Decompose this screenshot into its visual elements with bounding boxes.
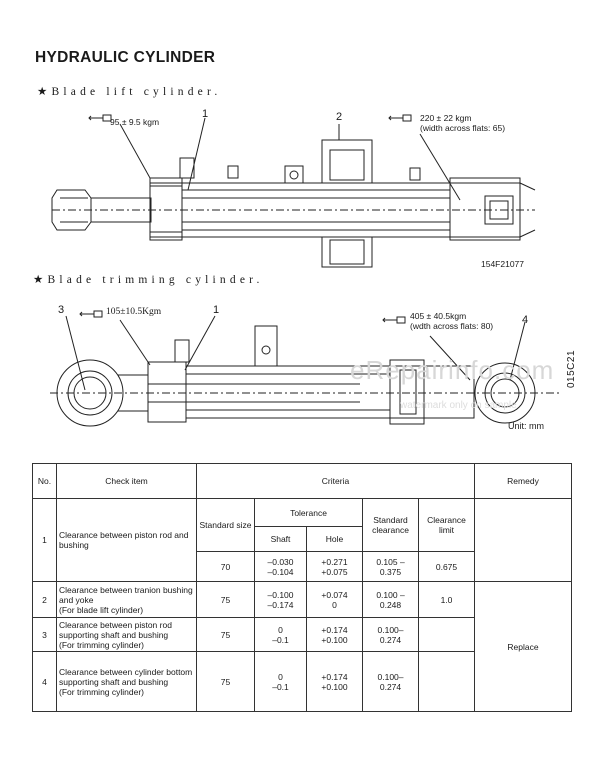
clearance-limit <box>418 617 475 652</box>
header-shaft: Shaft <box>254 526 307 552</box>
side-code: 015C21 <box>566 349 577 388</box>
header-hole: Hole <box>306 526 363 552</box>
standard-size: 75 <box>196 617 255 652</box>
check-item: Clearance between piston rod supporting … <box>56 617 197 652</box>
check-item: Clearance between tranion bushing and yo… <box>56 581 197 618</box>
spec-table: No. Check item Criteria Remedy 1 Clearan… <box>32 463 572 712</box>
trimming-cylinder-drawing <box>50 310 560 427</box>
wrench-icon <box>388 114 412 122</box>
page-title: HYDRAULIC CYLINDER <box>35 49 216 66</box>
standard-clearance: 0.100– 0.274 <box>362 651 419 712</box>
header-standard-size: Standard size <box>196 498 255 552</box>
watermark-sub: watermark only on sample <box>400 400 517 411</box>
standard-size: 75 <box>196 581 255 618</box>
hole-tolerance: +0.271 +0.075 <box>306 551 363 582</box>
callout-1: 1 <box>213 304 220 316</box>
watermark: eRepairinfo.com <box>350 355 555 385</box>
torque-note: 220 ± 22 kgm (width across flats: 65) <box>420 113 506 133</box>
unit-label: Unit: mm <box>508 421 544 431</box>
row-no: 1 <box>32 498 57 582</box>
row-no: 4 <box>32 651 57 712</box>
hole-tolerance: +0.174 +0.100 <box>306 617 363 652</box>
header-remedy: Remedy <box>474 463 572 499</box>
header-no: No. <box>32 463 57 499</box>
header-check-item: Check item <box>56 463 197 499</box>
standard-clearance: 0.100 – 0.248 <box>362 581 419 618</box>
standard-clearance: 0.105 – 0.375 <box>362 551 419 582</box>
wrench-icon <box>382 316 406 324</box>
row-no: 3 <box>32 617 57 652</box>
check-item: Clearance between cylinder bottom suppor… <box>56 651 197 712</box>
torque-note: 95 ± 9.5 kgm <box>110 117 160 127</box>
callout-4: 4 <box>522 314 529 326</box>
header-tolerance: Tolerance <box>254 498 363 527</box>
torque-note: 105±10.5Kgm <box>106 307 162 317</box>
hole-tolerance: +0.174 +0.100 <box>306 651 363 712</box>
clearance-limit: 1.0 <box>418 581 475 618</box>
callout-2: 2 <box>336 111 343 123</box>
lift-cylinder-drawing <box>51 114 536 268</box>
drawing-code: 154F21077 <box>481 259 525 269</box>
shaft-tolerance: –0.030 –0.104 <box>254 551 307 582</box>
trimming-cylinder-heading: ★Blade trimming cylinder. <box>33 274 264 286</box>
clearance-limit: 0.675 <box>418 551 475 582</box>
wrench-icon <box>79 310 103 318</box>
callout-3: 3 <box>58 304 65 316</box>
lift-cylinder-heading: ★Blade lift cylinder. <box>37 86 222 98</box>
standard-size: 70 <box>196 551 255 582</box>
shaft-tolerance: 0 –0.1 <box>254 617 307 652</box>
header-criteria: Criteria <box>196 463 475 499</box>
standard-size: 75 <box>196 651 255 712</box>
header-clearance-limit: Clearance limit <box>418 498 475 552</box>
clearance-limit <box>418 651 475 712</box>
callout-1: 1 <box>202 108 209 120</box>
row-no: 2 <box>32 581 57 618</box>
remedy: Replace <box>474 581 572 712</box>
shaft-tolerance: –0.100 –0.174 <box>254 581 307 618</box>
wrench-icon <box>88 114 112 122</box>
standard-clearance: 0.100– 0.274 <box>362 617 419 652</box>
hole-tolerance: +0.074 0 <box>306 581 363 618</box>
header-standard-clearance: Standard clearance <box>362 498 419 552</box>
torque-note: 405 ± 40.5kgm (wdth across flats: 80) <box>410 311 494 331</box>
shaft-tolerance: 0 –0.1 <box>254 651 307 712</box>
check-item: Clearance between piston rod and bushing <box>56 498 197 582</box>
